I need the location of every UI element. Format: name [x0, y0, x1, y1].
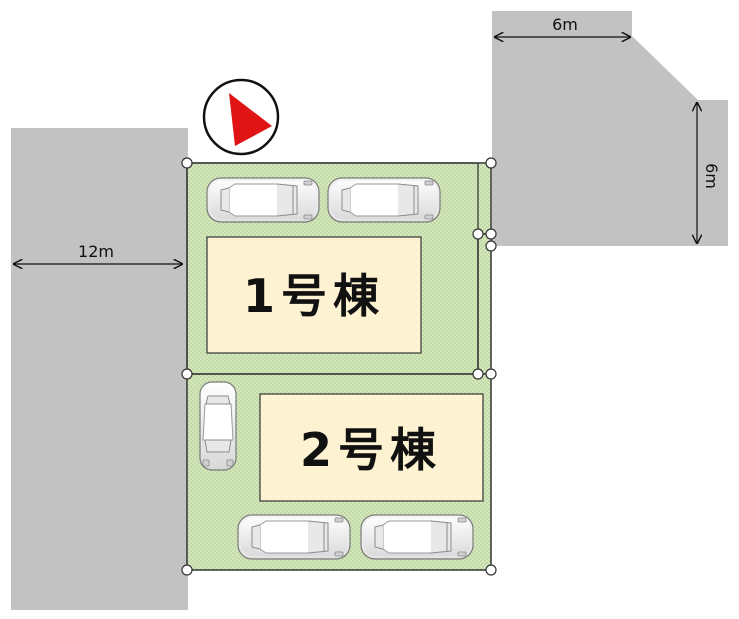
compass-needle-icon: [229, 93, 272, 146]
car-3: [199, 381, 237, 471]
car-4: [237, 514, 351, 560]
car-1: [206, 177, 320, 223]
car-2: [327, 177, 441, 223]
building-2: [259, 393, 484, 502]
right-road-width-label: 6m: [702, 163, 721, 189]
lot-corner-markers: [181, 157, 497, 576]
building-1: [206, 236, 422, 354]
left-road: [11, 128, 188, 610]
car-5: [360, 514, 474, 560]
building-1-label: 1号棟: [243, 269, 385, 323]
top-right-road: [492, 11, 698, 246]
top-right-road-extension: [698, 100, 728, 246]
top-road-width-label: 6m: [552, 15, 578, 34]
building-2-label: 2号棟: [300, 423, 442, 477]
compass-north-label: N: [231, 85, 241, 97]
compass: N: [202, 78, 280, 156]
lot-area: [186, 162, 492, 571]
left-road-width-label: 12m: [78, 242, 114, 261]
